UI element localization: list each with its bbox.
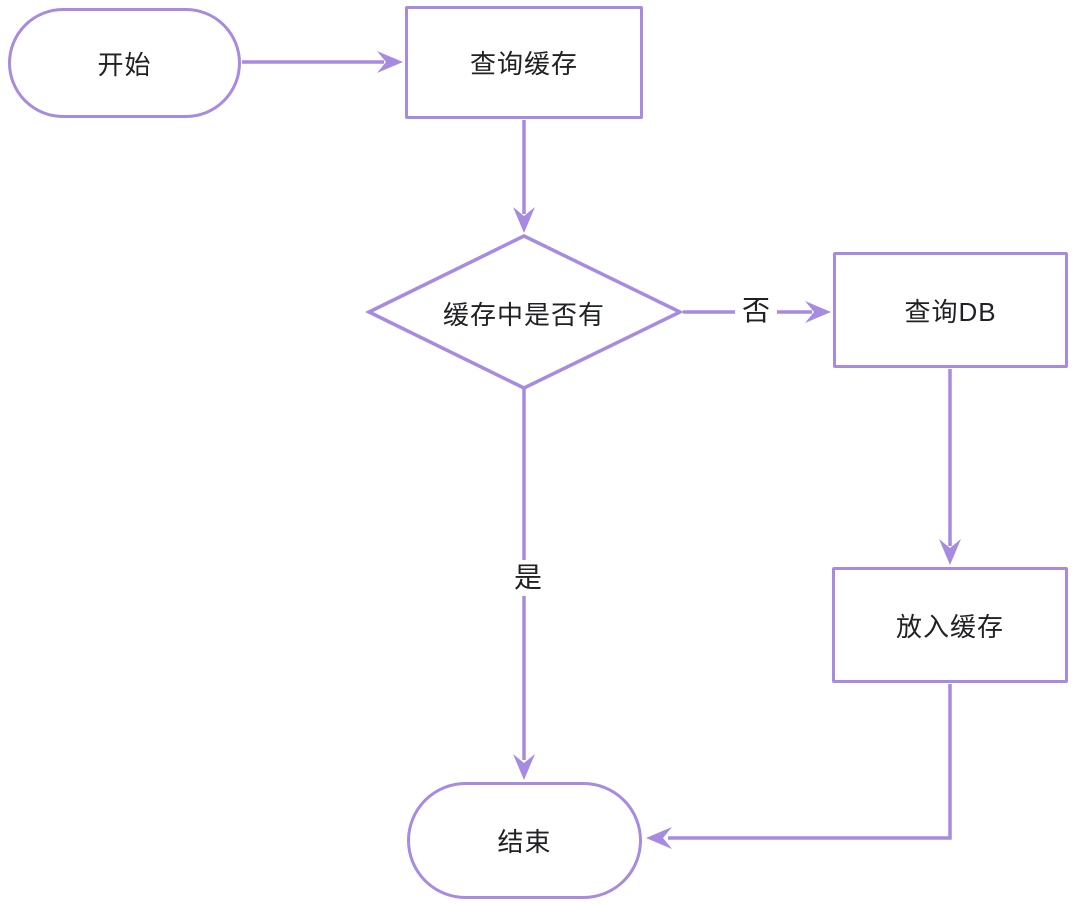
arrowhead-into-decision xyxy=(513,207,535,233)
start-node-label: 开始 xyxy=(97,49,152,80)
decision-node: 缓存中是否有 xyxy=(394,296,654,330)
edge-put-cache-to-end xyxy=(668,684,952,840)
arrowhead-into-end-top xyxy=(513,754,535,780)
edge-label-no: 否 xyxy=(735,293,778,329)
query-db-node: 查询DB xyxy=(833,252,1068,368)
arrowhead-into-put-cache xyxy=(939,539,961,565)
put-cache-node-label: 放入缓存 xyxy=(895,611,1004,642)
put-cache-node: 放入缓存 xyxy=(832,567,1068,683)
decision-diamond-shape xyxy=(365,234,684,390)
edge-label-yes: 是 xyxy=(507,560,550,596)
end-node-label: 结束 xyxy=(497,827,552,857)
start-node: 开始 xyxy=(8,8,241,118)
arrowhead-into-query-cache xyxy=(377,51,403,73)
query-db-node-label: 查询DB xyxy=(904,296,997,327)
query-cache-node: 查询缓存 xyxy=(405,6,643,119)
arrowhead-into-end-left xyxy=(646,827,672,849)
end-node: 结束 xyxy=(407,782,642,899)
query-cache-node-label: 查询缓存 xyxy=(469,49,578,79)
decision-node-label: 缓存中是否有 xyxy=(442,299,605,330)
arrowhead-into-query-db xyxy=(805,301,831,323)
